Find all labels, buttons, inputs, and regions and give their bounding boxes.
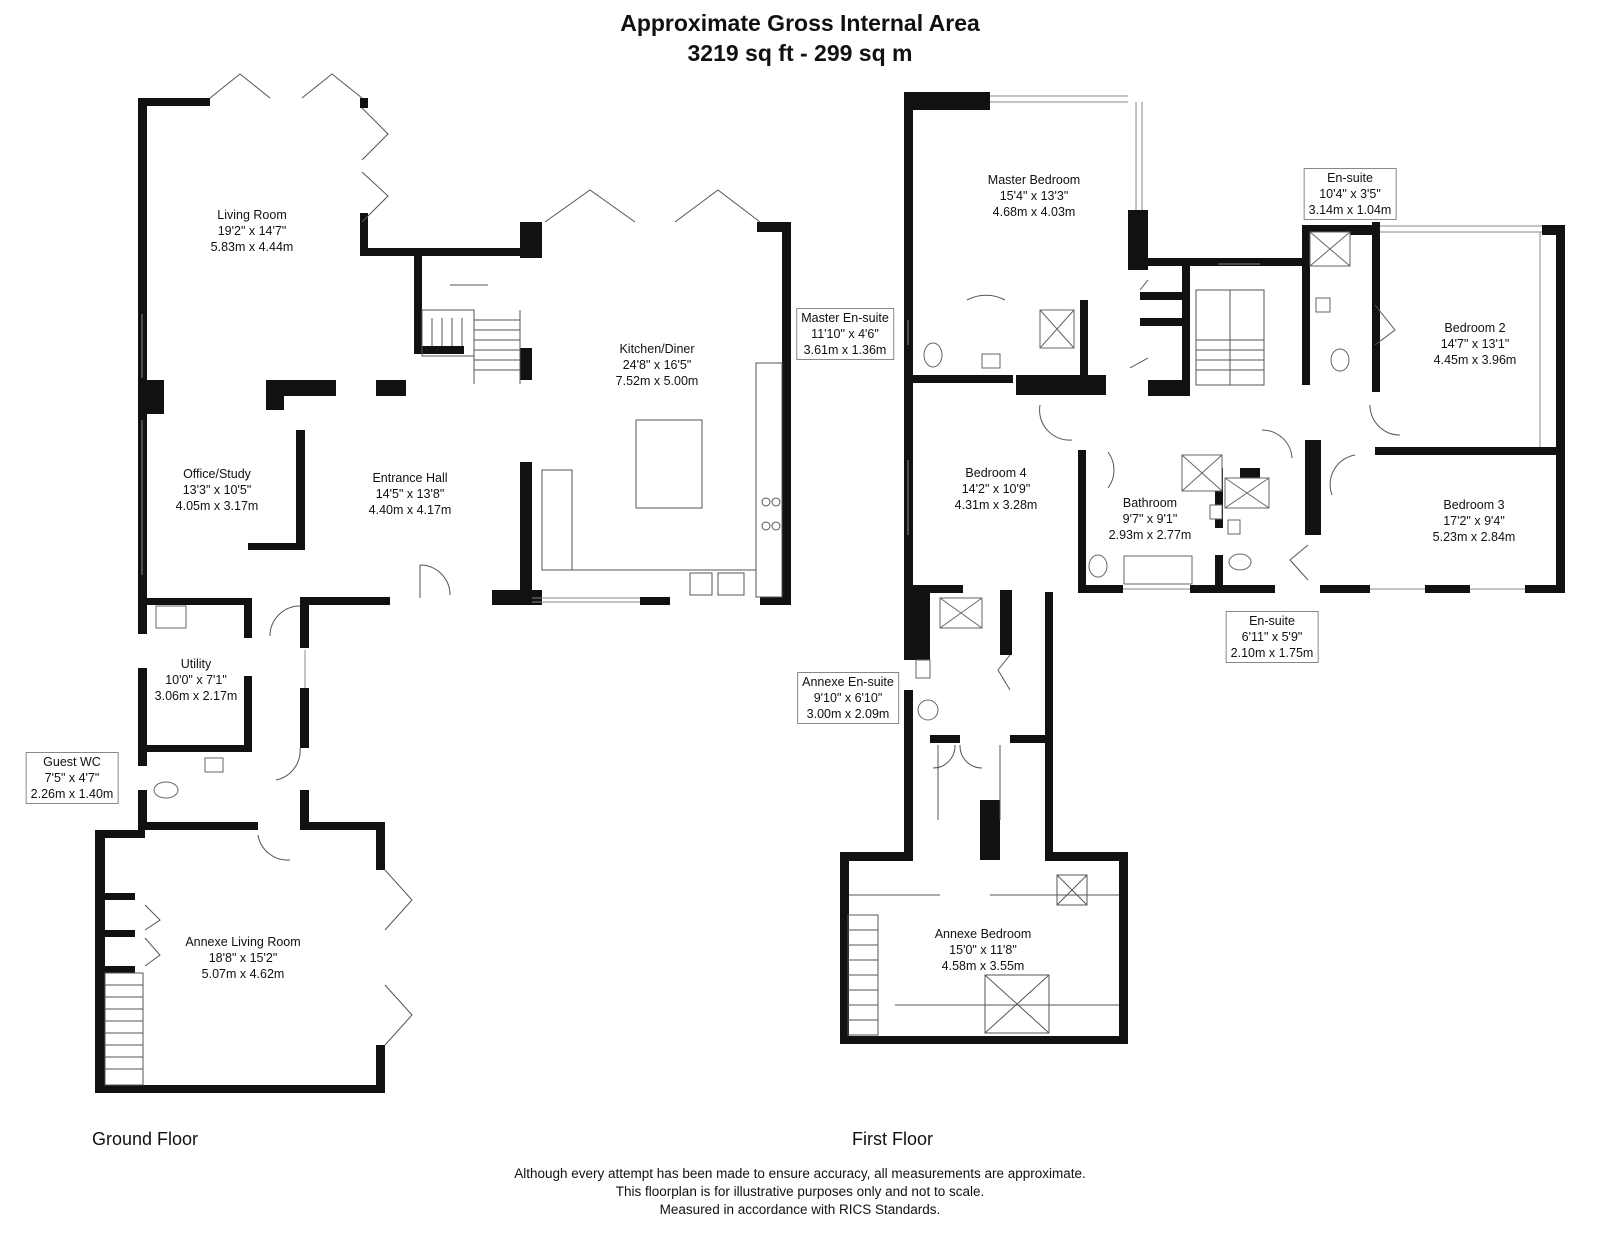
room-living-room: Living Room 19'2" x 14'7" 5.83m x 4.44m <box>211 207 294 255</box>
room-name: Kitchen/Diner <box>619 342 695 356</box>
room-metric: 4.58m x 3.55m <box>941 959 1025 973</box>
room-metric: 4.68m x 4.03m <box>992 205 1076 219</box>
room-imperial: 13'3" x 10'5" <box>182 483 252 497</box>
room-imperial: 7'5" x 4'7" <box>44 771 100 785</box>
room-imperial: 9'7" x 9'1" <box>1122 512 1178 526</box>
room-imperial: 14'5" x 13'8" <box>375 487 445 501</box>
disclaimer-line-2: This floorplan is for illustrative purpo… <box>615 1184 985 1199</box>
gross-area: 3219 sq ft - 299 sq m <box>687 40 913 66</box>
room-imperial: 18'8" x 15'2" <box>208 951 278 965</box>
room-name: Guest WC <box>43 755 101 769</box>
room-master-ensuite: Master En-suite 11'10" x 4'6" 3.61m x 1.… <box>796 308 894 360</box>
room-imperial: 15'0" x 11'8" <box>949 943 1017 957</box>
disclaimer-line-1: Although every attempt has been made to … <box>514 1166 1086 1181</box>
room-metric: 2.93m x 2.77m <box>1108 528 1192 542</box>
room-name: Office/Study <box>183 467 251 481</box>
room-entrance-hall: Entrance Hall 14'5" x 13'8" 4.40m x 4.17… <box>369 470 452 518</box>
room-kitchen-diner: Kitchen/Diner 24'8" x 16'5" 7.52m x 5.00… <box>616 341 699 389</box>
room-imperial: 14'2" x 10'9" <box>961 482 1031 496</box>
room-ensuite-top: En-suite 10'4" x 3'5" 3.14m x 1.04m <box>1303 168 1397 220</box>
room-bedroom-4: Bedroom 4 14'2" x 10'9" 4.31m x 3.28m <box>955 465 1038 513</box>
room-name: Master Bedroom <box>987 173 1081 187</box>
room-name: En-suite <box>1249 614 1295 628</box>
room-imperial: 15'4" x 13'3" <box>999 189 1069 203</box>
room-name: Annexe En-suite <box>802 675 894 689</box>
room-name: Bathroom <box>1122 496 1178 510</box>
room-imperial: 19'2" x 14'7" <box>217 224 287 238</box>
room-metric: 4.40m x 4.17m <box>368 503 452 517</box>
room-metric: 2.10m x 1.75m <box>1230 646 1314 660</box>
disclaimer: Although every attempt has been made to … <box>0 1165 1600 1219</box>
room-metric: 3.14m x 1.04m <box>1308 203 1392 217</box>
room-bathroom: Bathroom 9'7" x 9'1" 2.93m x 2.77m <box>1109 495 1192 543</box>
room-metric: 4.05m x 3.17m <box>175 499 259 513</box>
room-metric: 5.07m x 4.62m <box>201 967 285 981</box>
plan-title: Approximate Gross Internal Area <box>620 10 980 36</box>
room-bedroom-3: Bedroom 3 17'2" x 9'4" 5.23m x 2.84m <box>1433 497 1516 545</box>
room-name: Annexe Bedroom <box>934 927 1032 941</box>
room-name: Living Room <box>217 208 287 222</box>
room-annexe-ensuite: Annexe En-suite 9'10" x 6'10" 3.00m x 2.… <box>797 672 899 724</box>
room-annexe-living-room: Annexe Living Room 18'8" x 15'2" 5.07m x… <box>185 934 300 982</box>
room-imperial: 24'8" x 16'5" <box>622 358 692 372</box>
ground-floor-details <box>104 73 783 1086</box>
room-name: En-suite <box>1327 171 1373 185</box>
room-name: Bedroom 3 <box>1443 498 1505 512</box>
room-metric: 3.61m x 1.36m <box>803 343 887 357</box>
room-guest-wc: Guest WC 7'5" x 4'7" 2.26m x 1.40m <box>25 752 119 804</box>
room-metric: 3.00m x 2.09m <box>806 707 890 721</box>
room-imperial: 11'10" x 4'6" <box>811 327 879 341</box>
room-imperial: 9'10" x 6'10" <box>813 691 883 705</box>
first-floor-label: First Floor <box>852 1129 933 1149</box>
room-metric: 4.31m x 3.28m <box>954 498 1038 512</box>
room-office-study: Office/Study 13'3" x 10'5" 4.05m x 3.17m <box>176 466 259 514</box>
room-name: Utility <box>180 657 212 671</box>
room-metric: 7.52m x 5.00m <box>615 374 699 388</box>
room-name: Master En-suite <box>801 311 889 325</box>
room-metric: 4.45m x 3.96m <box>1433 353 1517 367</box>
room-annexe-bedroom: Annexe Bedroom 15'0" x 11'8" 4.58m x 3.5… <box>935 926 1032 974</box>
ground-floor-label: Ground Floor <box>92 1129 199 1149</box>
disclaimer-line-3: Measured in accordance with RICS Standar… <box>659 1202 941 1217</box>
room-ensuite-bottom: En-suite 6'11" x 5'9" 2.10m x 1.75m <box>1225 611 1319 663</box>
first-floor-walls <box>840 92 1565 1044</box>
room-imperial: 10'0" x 7'1" <box>165 673 227 687</box>
room-metric: 5.83m x 4.44m <box>210 240 294 254</box>
room-name: Bedroom 2 <box>1444 321 1506 335</box>
first-floor-details <box>847 95 1542 1036</box>
room-metric: 3.06m x 2.17m <box>154 689 238 703</box>
room-master-bedroom: Master Bedroom 15'4" x 13'3" 4.68m x 4.0… <box>988 172 1080 220</box>
room-utility: Utility 10'0" x 7'1" 3.06m x 2.17m <box>155 656 238 704</box>
room-bedroom-2: Bedroom 2 14'7" x 13'1" 4.45m x 3.96m <box>1434 320 1517 368</box>
room-imperial: 17'2" x 9'4" <box>1443 514 1505 528</box>
room-name: Bedroom 4 <box>965 466 1027 480</box>
room-metric: 5.23m x 2.84m <box>1432 530 1516 544</box>
room-name: Entrance Hall <box>372 471 448 485</box>
room-imperial: 14'7" x 13'1" <box>1440 337 1510 351</box>
room-metric: 2.26m x 1.40m <box>30 787 114 801</box>
room-name: Annexe Living Room <box>185 935 301 949</box>
room-imperial: 6'11" x 5'9" <box>1241 630 1303 644</box>
room-imperial: 10'4" x 3'5" <box>1319 187 1381 201</box>
